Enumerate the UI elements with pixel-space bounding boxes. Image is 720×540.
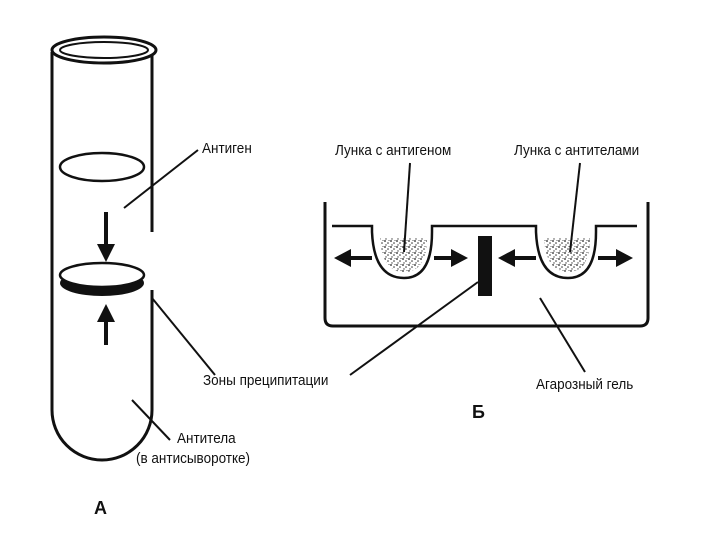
antibody-well-fill (544, 238, 590, 272)
gel-outline (323, 202, 650, 328)
panel-a-letter: А (94, 498, 107, 518)
tube-opening-inner (59, 41, 149, 59)
antigen-label: Антиген (202, 140, 252, 157)
label-mask (147, 232, 222, 290)
antibodies-label: Антитела (177, 430, 236, 447)
tube-opening-rim (50, 35, 158, 65)
antigen-well-label: Лунка с антигеном (335, 142, 452, 159)
panel-b-letter: Б (472, 402, 485, 422)
precipitation-band-top (58, 261, 146, 289)
arrow-left-2 (498, 249, 515, 267)
precipitation-line (478, 236, 492, 296)
gel-surface (332, 224, 637, 280)
antigen-well-fill (380, 238, 427, 272)
up-arrow (97, 304, 115, 322)
antibody-well-label: Лунка с антителами (514, 142, 640, 159)
test-tube (50, 35, 158, 462)
leader-lines-a (123, 149, 216, 441)
agarose-gel-label: Агарозный гель (536, 376, 634, 393)
leader-lines-b (349, 162, 586, 376)
antiserum-label: (в антисыворотке) (136, 450, 251, 467)
agarose-gel-slab (323, 202, 650, 328)
tube-outline (50, 52, 154, 462)
arrow-left-1 (334, 249, 351, 267)
precipitation-zones-label: Зоны преципитации (203, 372, 329, 389)
arrow-right-2 (616, 249, 633, 267)
antigen-meniscus (58, 151, 146, 183)
arrow-right-1 (451, 249, 468, 267)
down-arrow (97, 244, 115, 262)
